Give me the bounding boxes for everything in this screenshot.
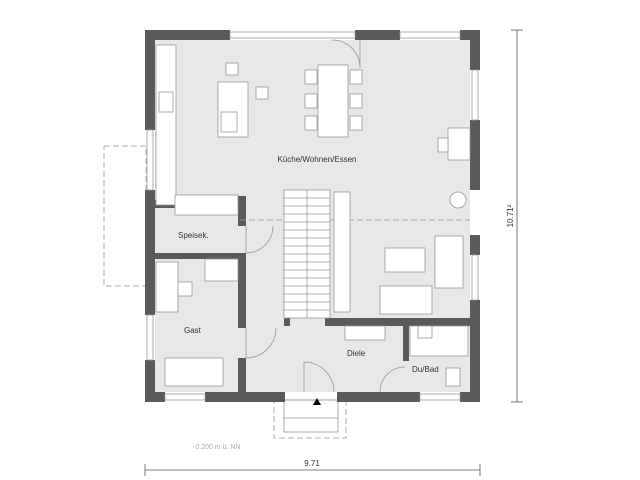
outer-walls [145,30,480,402]
width-dimension-line [144,464,481,476]
guest-chair [177,281,193,297]
room-label-hall: Diele [347,349,366,358]
armchair [434,235,464,289]
sofa [379,285,433,315]
guest-desk [155,261,179,313]
cooktop [220,111,238,133]
entrance-arrow-icon [313,398,321,405]
level-label: -0.200 m ü. NN [193,444,240,451]
staircase [283,189,331,319]
pantry-shelf [174,194,239,216]
dining-chairs [304,69,363,131]
room-label-pantry: Speisek. [178,231,209,240]
entrance-step [283,399,339,433]
coffee-table [384,247,426,273]
hall-bench [344,325,386,341]
room-label-bathroom: Du/Bad [412,365,439,374]
stool [255,86,269,100]
desk-chair [437,137,449,153]
washbasin [417,325,433,339]
doors [245,39,406,393]
guest-cabinet [204,258,239,282]
depth-dimension: 10.71² [506,204,515,227]
desk [447,127,471,161]
terrace-outline [103,145,147,287]
dining-table [317,64,349,138]
sink [158,91,174,113]
wardrobe [333,191,351,313]
kitchen-counter [155,44,177,206]
depth-dimension-line [511,29,523,403]
stool [225,62,239,76]
room-label-guest: Gast [184,326,202,335]
width-dimension: 9.71 [304,459,320,468]
guest-sofa [164,357,224,387]
toilet [445,367,461,387]
fireplace [449,191,467,209]
room-label-kitchen: Küche/Wohnen/Essen [277,155,356,164]
windows [146,31,479,401]
